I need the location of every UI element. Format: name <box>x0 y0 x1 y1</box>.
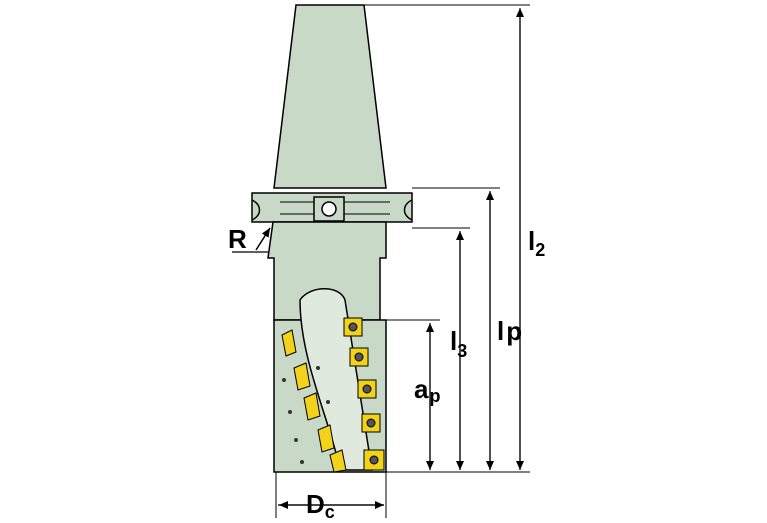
left-inserts <box>281 329 347 473</box>
flange-groove <box>251 199 413 221</box>
drive-hole <box>321 201 337 217</box>
right-inserts <box>343 317 385 471</box>
l2-label: l2 <box>528 226 545 260</box>
ap-label: ap <box>414 374 440 406</box>
l3-label: l3 <box>450 326 467 361</box>
r-arrow <box>255 227 271 251</box>
dc-label: Dc <box>306 489 335 522</box>
r-label: R <box>228 224 247 254</box>
coolant-holes <box>282 366 330 464</box>
extension-lines <box>275 4 530 518</box>
lp-label: lp <box>497 316 522 346</box>
taper-shank <box>273 4 387 189</box>
